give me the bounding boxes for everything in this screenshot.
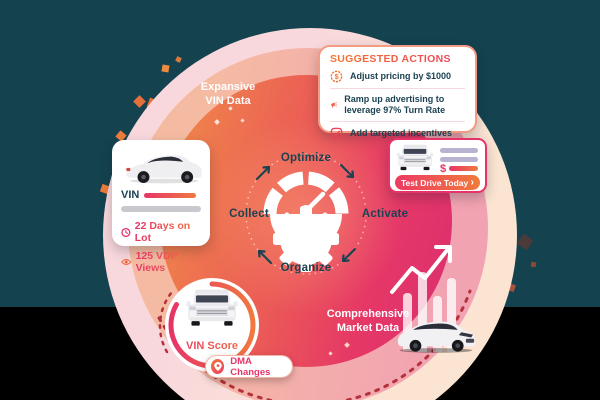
cycle-label-collect: Collect — [229, 208, 269, 220]
vin-score-label: VIN Score — [162, 340, 262, 352]
check-square-icon — [330, 127, 343, 139]
cycle-arrows — [255, 163, 357, 265]
pickup-image — [396, 143, 434, 171]
suggested-action-text: Adjust pricing by $1000 — [350, 71, 452, 82]
expansive-line2: VIN Data — [205, 95, 251, 107]
suggested-actions-card: SUGGESTED ACTIONS $ Adjust pricing by $1… — [318, 45, 477, 139]
suggested-action-item: Add targeted incentives — [330, 127, 465, 140]
gray-bar — [121, 206, 201, 212]
vin-progress-bar — [144, 192, 197, 198]
days-on-lot-value: 22 Days on Lot — [135, 220, 201, 244]
market-bar — [418, 272, 427, 352]
currency-symbol: $ — [440, 163, 447, 175]
suggested-action-item: Ramp up advertising to leverage 97% Turn… — [330, 94, 458, 116]
sedan-image — [121, 146, 207, 187]
days-on-lot-row: 22 Days on Lot — [121, 220, 201, 244]
svg-text:$: $ — [334, 72, 339, 81]
cycle-label-organize: Organize — [280, 262, 332, 274]
cycle-label-activate: Activate — [361, 208, 409, 220]
vdp-views-row: 125 VDP Views — [121, 250, 201, 274]
dollar-gear-icon: $ — [330, 70, 343, 83]
expansive-line1: Expansive — [200, 81, 256, 93]
test-drive-card: $ Test Drive Today › — [388, 138, 487, 193]
vin-card: VIN 22 Days on Lot 125 VDP Views — [112, 140, 210, 274]
cycle-label-optimize: Optimize — [280, 152, 332, 164]
suggested-action-text: Ramp up advertising to leverage 97% Turn… — [344, 94, 446, 115]
divider — [330, 120, 465, 122]
vdp-views-value: 125 VDP Views — [136, 250, 201, 274]
test-drive-button-label: Test Drive Today — [401, 177, 469, 188]
market-data-label: Comprehensive Market Data — [318, 307, 418, 335]
chevron-right-icon: › — [470, 176, 474, 188]
expansive-vin-data-label: Expansive VIN Data — [178, 80, 278, 108]
market-line1: Comprehensive — [326, 308, 410, 320]
cycle-diagram — [245, 153, 367, 275]
market-bar — [403, 293, 412, 351]
divider — [330, 88, 465, 89]
trend-arrow-icon — [390, 245, 452, 294]
placeholder-bar — [440, 157, 478, 162]
placeholder-bar — [440, 148, 478, 153]
suv-image — [392, 310, 480, 358]
megaphone-icon — [331, 102, 338, 108]
suggested-action-text: Add targeted incentives — [350, 127, 453, 138]
suggested-actions-title: SUGGESTED ACTIONS — [330, 53, 465, 65]
clock-icon — [121, 227, 131, 237]
market-line2: Market Data — [336, 322, 400, 334]
market-bar — [447, 278, 456, 352]
test-drive-button[interactable]: Test Drive Today › — [395, 175, 480, 190]
dma-changes-label: DMA Changes — [230, 355, 271, 378]
price-bar — [449, 166, 478, 171]
suggested-action-item: $ Adjust pricing by $1000 — [330, 70, 465, 83]
eye-icon — [121, 259, 132, 265]
dma-changes-pill: DMA Changes — [205, 355, 293, 378]
vin-label: VIN — [121, 189, 140, 201]
location-pin-icon — [211, 359, 225, 374]
gauge-icon — [263, 171, 349, 250]
